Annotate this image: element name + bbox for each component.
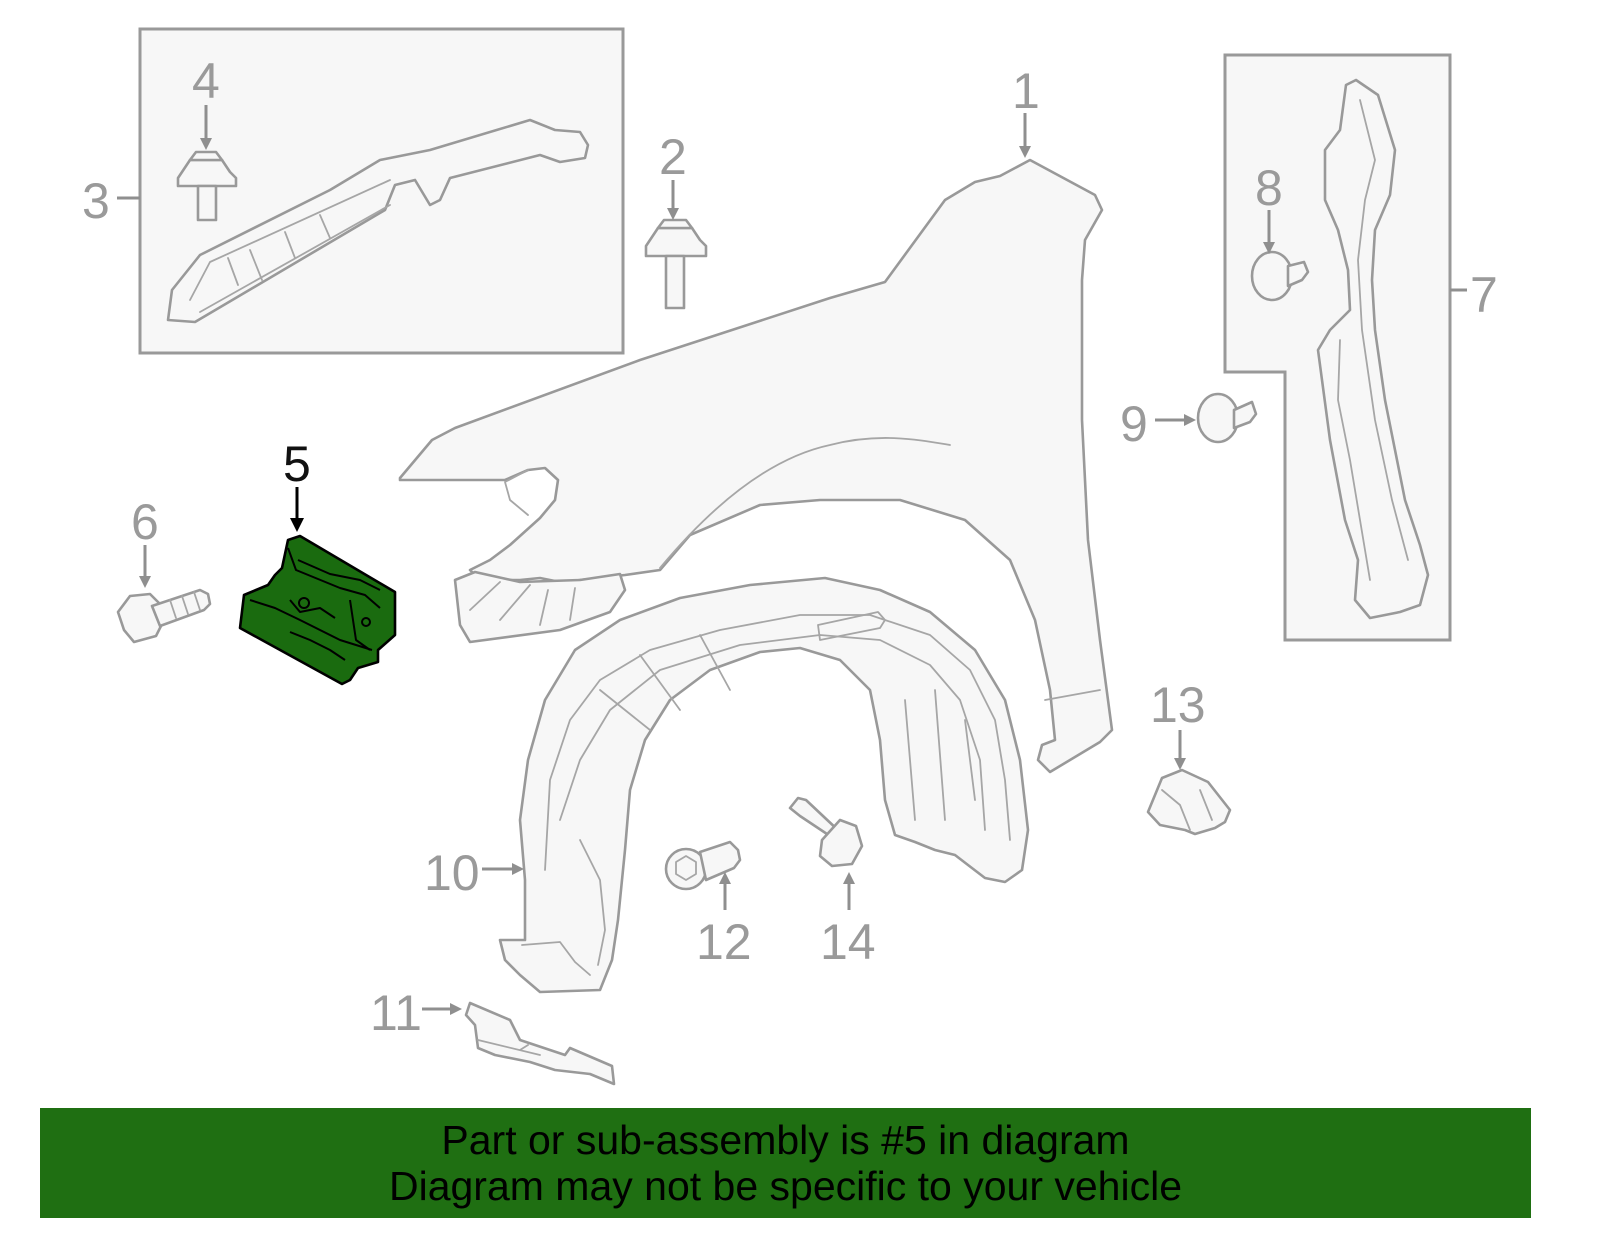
part-7-seal[interactable] xyxy=(1316,78,1430,620)
callout-11: 11 xyxy=(370,985,422,1041)
callout-4: 4 xyxy=(192,53,220,109)
part-3-bracket[interactable] xyxy=(166,118,590,324)
callout-2: 2 xyxy=(659,129,687,185)
callout-7: 7 xyxy=(1470,267,1498,323)
callout-10: 10 xyxy=(424,845,480,901)
part-5-bracket-highlighted[interactable] xyxy=(238,534,397,686)
callout-6: 6 xyxy=(131,494,159,550)
part-6-bolt[interactable] xyxy=(116,588,212,644)
part-14-screw[interactable] xyxy=(788,796,864,868)
part-13-clip[interactable] xyxy=(1146,768,1232,836)
callout-9: 9 xyxy=(1120,396,1148,452)
part-10-liner[interactable] xyxy=(498,576,1030,994)
part-9-clip[interactable] xyxy=(1196,392,1258,444)
part-4-bolt[interactable] xyxy=(176,150,238,222)
part-12-bolt[interactable] xyxy=(664,840,742,891)
callout-14: 14 xyxy=(820,914,876,970)
info-banner: Part or sub-assembly is #5 in diagram Di… xyxy=(40,1108,1531,1218)
callout-8: 8 xyxy=(1255,160,1283,216)
banner-line-2: Diagram may not be specific to your vehi… xyxy=(388,1163,1182,1209)
part-11-bracket[interactable] xyxy=(464,1001,616,1086)
banner-line-1: Part or sub-assembly is #5 in diagram xyxy=(441,1117,1130,1163)
callout-13: 13 xyxy=(1150,677,1206,733)
callout-3: 3 xyxy=(82,173,110,229)
callout-12: 12 xyxy=(696,914,752,970)
part-8-clip[interactable] xyxy=(1250,250,1310,302)
part-1-fender[interactable] xyxy=(398,158,1114,774)
callout-1: 1 xyxy=(1012,63,1040,119)
callout-5: 5 xyxy=(283,436,311,492)
callout-arrows xyxy=(117,105,1467,1015)
part-2-bolt[interactable] xyxy=(644,218,708,310)
